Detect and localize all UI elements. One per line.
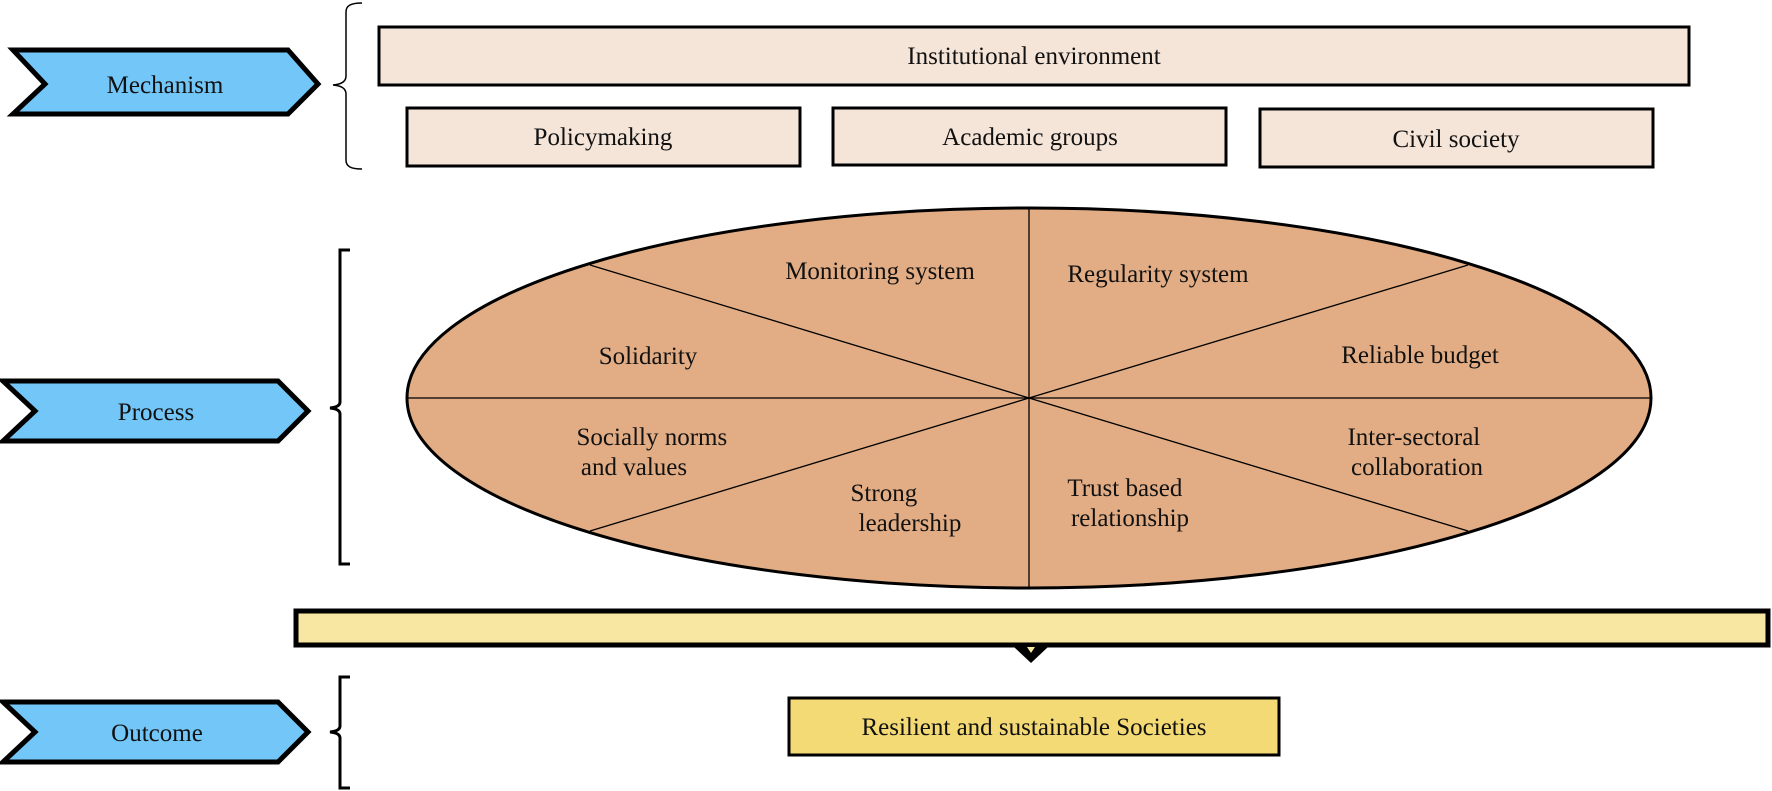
outcome-brace <box>329 675 350 790</box>
stage-mechanism: Mechanism <box>6 47 322 117</box>
process-stage-label: Process <box>118 399 194 426</box>
connector-arrowhead-inner <box>1027 647 1035 653</box>
outcome-label: Resilient and sustainable Societies <box>861 714 1206 741</box>
process-chevron <box>0 378 312 444</box>
outcome-box: Resilient and sustainable Societies <box>787 696 1281 757</box>
stage-process: Process <box>0 378 312 444</box>
policymaking-label: Policymaking <box>534 124 673 151</box>
segment-budget: Reliable budget <box>1341 342 1499 369</box>
segment-norms: Socially norms and values <box>577 424 734 481</box>
segment-regularity: Regularity system <box>1067 261 1249 288</box>
mechanism-brace <box>332 2 363 170</box>
civil-society-label: Civil society <box>1392 126 1520 153</box>
segment-monitoring: Monitoring system <box>785 258 975 285</box>
divider-diagonal-b <box>589 264 1469 532</box>
outcome-chevron <box>0 699 312 765</box>
academic-groups-label: Academic groups <box>942 124 1118 151</box>
institutional-environment-box: Institutional environment <box>377 25 1691 87</box>
stage-outcome: Outcome <box>0 699 312 765</box>
process-ellipse: Monitoring system Regularity system Soli… <box>405 206 1653 590</box>
connector-bar <box>293 608 1771 663</box>
academic-groups-box: Academic groups <box>831 106 1228 167</box>
segment-intersectoral: Inter-sectoral collaboration <box>1347 424 1486 481</box>
institutional-environment-label: Institutional environment <box>907 43 1160 70</box>
mechanism-stage-label: Mechanism <box>107 72 224 99</box>
civil-society-box: Civil society <box>1258 107 1655 169</box>
segment-solidarity: Solidarity <box>599 343 698 370</box>
connector-arrowhead <box>1014 647 1048 663</box>
mechanism-chevron <box>6 47 322 117</box>
process-brace <box>329 248 350 566</box>
segment-trust: Trust based relationship <box>1067 475 1189 532</box>
segment-leadership: Strong leadership <box>851 480 962 537</box>
policymaking-box: Policymaking <box>405 106 802 168</box>
outcome-stage-label: Outcome <box>111 720 203 747</box>
